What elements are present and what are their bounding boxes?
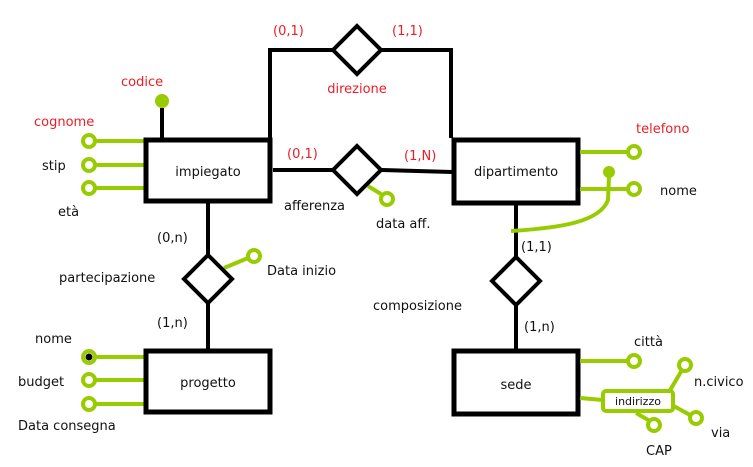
- attribute-label: città: [634, 335, 663, 350]
- entity-label: sede: [500, 378, 531, 393]
- key-attribute-icon: [603, 166, 615, 178]
- attribute-eta: età: [58, 180, 146, 220]
- attribute-icon: [626, 181, 642, 197]
- attribute-nome-dipartimento: nome: [580, 181, 697, 199]
- relationship-label: composizione: [373, 299, 462, 314]
- attribute-data-consegna: Data consegna: [18, 396, 146, 434]
- cardinality-label: (1,N): [404, 149, 436, 164]
- attribute-label: budget: [18, 375, 64, 390]
- relationship-partecipazione[interactable]: partecipazione (0,n) (1,n) Data inizio: [59, 231, 336, 331]
- attribute-label: via: [711, 426, 730, 441]
- attribute-icon: [246, 248, 262, 264]
- attribute-citta: città: [580, 335, 663, 369]
- afferenza-connector: [273, 168, 453, 174]
- attribute-label: età: [58, 205, 79, 220]
- attribute-label: n.civico: [694, 375, 744, 390]
- direzione-connector: [268, 48, 453, 138]
- entity-sede[interactable]: sede: [451, 348, 581, 417]
- attribute-icon: [81, 133, 97, 149]
- attribute-icon: [379, 191, 395, 207]
- attribute-label: codice: [121, 75, 163, 90]
- attribute-cognome: cognome: [34, 115, 146, 149]
- cardinality-label: (1,n): [524, 320, 555, 335]
- attribute-label: nome: [35, 332, 72, 347]
- attribute-icon: [81, 396, 97, 412]
- entity-label: dipartimento: [474, 165, 558, 180]
- relationship-direzione[interactable]: direzione (0,1) (1,1): [273, 23, 423, 97]
- entity-progetto[interactable]: progetto: [143, 348, 273, 415]
- key-attribute-dot-icon: [85, 353, 93, 361]
- cardinality-label: (1,1): [392, 24, 423, 39]
- relationship-label: afferenza: [284, 199, 345, 214]
- entity-label: impiegato: [175, 165, 240, 180]
- key-attribute-icon: [155, 94, 169, 108]
- attribute-telefono: telefono: [580, 122, 689, 160]
- attribute-label: data aff.: [376, 217, 430, 232]
- attribute-icon: [81, 372, 97, 388]
- attribute-label: Data inizio: [267, 264, 336, 279]
- attribute-budget: budget: [18, 372, 146, 390]
- attribute-icon: [688, 410, 704, 426]
- entity-dipartimento[interactable]: dipartimento: [451, 137, 581, 206]
- relationship-label: direzione: [327, 82, 387, 97]
- attribute-codice: codice: [121, 75, 169, 138]
- attribute-label: cognome: [34, 115, 94, 130]
- attribute-nome-progetto: nome: [35, 332, 146, 365]
- cardinality-label: (0,n): [157, 231, 188, 246]
- attribute-icon: [81, 180, 97, 196]
- relationship-label: partecipazione: [59, 271, 155, 286]
- entity-impiegato[interactable]: impiegato: [143, 137, 273, 204]
- attribute-label: CAP: [646, 444, 672, 459]
- attribute-label: nome: [660, 184, 697, 199]
- external-identifier: [510, 166, 615, 233]
- attribute-icon: [626, 353, 642, 369]
- attribute-label: stip: [42, 159, 66, 174]
- attribute-indirizzo: indirizzo n.civico via CAP: [579, 357, 744, 459]
- attribute-label: Data consegna: [18, 419, 116, 434]
- composite-attribute-box: [601, 389, 675, 413]
- cardinality-label: (1,1): [521, 240, 552, 255]
- relationship-composizione[interactable]: composizione (1,1) (1,n): [373, 240, 555, 335]
- cardinality-label: (0,1): [287, 147, 318, 162]
- attribute-label: indirizzo: [615, 395, 661, 408]
- attribute-icon: [626, 144, 642, 160]
- attribute-label: telefono: [636, 122, 689, 137]
- attribute-icon: [81, 157, 97, 173]
- entity-label: progetto: [180, 376, 236, 391]
- cardinality-label: (1,n): [157, 316, 188, 331]
- cardinality-label: (0,1): [273, 24, 304, 39]
- relationship-afferenza[interactable]: afferenza (0,1) (1,N) data aff.: [284, 143, 436, 232]
- attribute-icon: [677, 357, 693, 373]
- attribute-stip: stip: [42, 157, 146, 174]
- attribute-icon: [646, 417, 662, 433]
